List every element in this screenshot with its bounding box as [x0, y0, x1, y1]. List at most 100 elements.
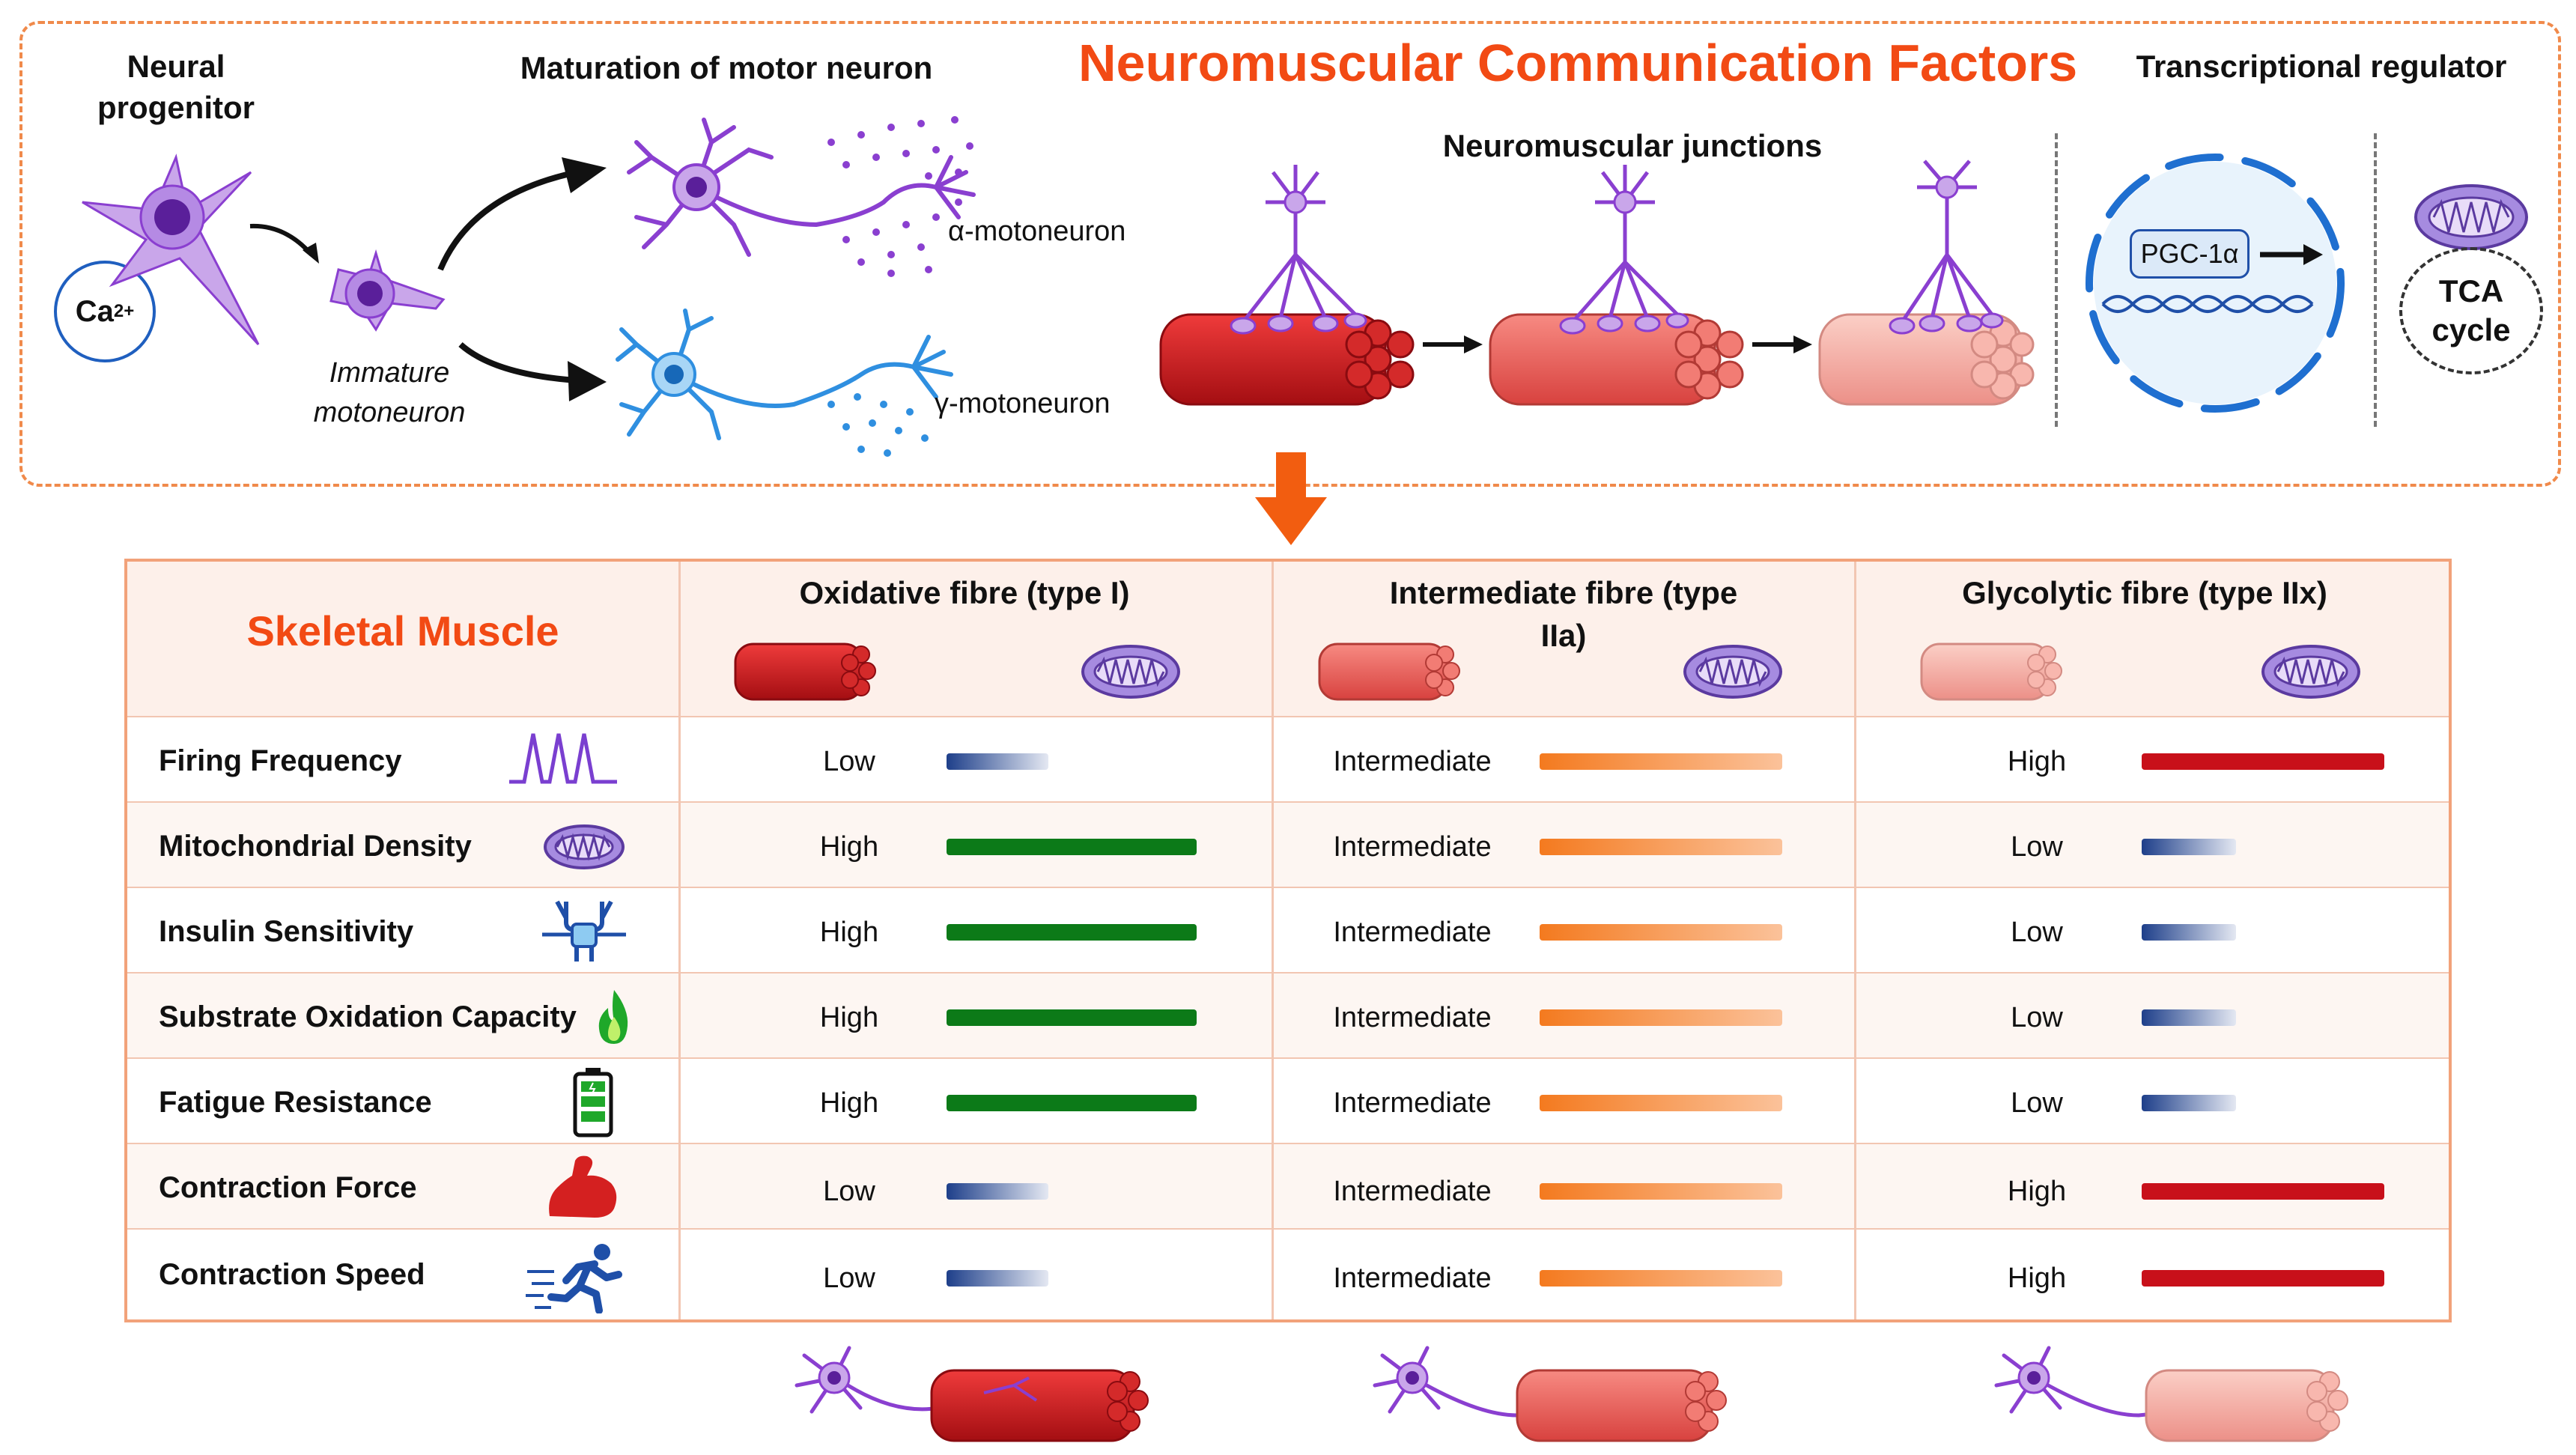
cell-value: Low [823, 746, 875, 777]
neural-progenitor-label: Neural progenitor [97, 49, 255, 125]
calcium-label: Ca [75, 294, 114, 328]
flame-icon [598, 990, 628, 1044]
row-divider [127, 887, 2449, 888]
column-header-glycolytic: Glycolytic fibre (type IIx) [1962, 575, 2327, 610]
cell-value: Low [2011, 1087, 2063, 1119]
motor-unit-oxidative-icon [795, 1346, 1149, 1442]
level-bar-high [947, 1009, 1197, 1026]
col-divider [1854, 562, 1856, 1319]
nmj-fibre-2 [1489, 165, 1744, 406]
intermediate-fibre-icon [1318, 643, 1460, 701]
mitochondrion-icon [1683, 645, 1782, 699]
gamma-motoneuron-icon [616, 309, 953, 440]
level-bar-intermediate [1540, 1095, 1782, 1111]
level-bar-high [947, 839, 1197, 855]
cell-value: Intermediate [1333, 917, 1492, 948]
main-title: Neuromuscular Communication Factors [1078, 34, 2078, 92]
mitochondrion-icon [544, 824, 625, 869]
nmj-fibre-3 [1818, 160, 2035, 406]
cell-value: Low [823, 1176, 875, 1207]
row-band-1 [127, 717, 2449, 803]
immature-motoneuron-label: Immature motoneuron [313, 357, 466, 429]
glycolytic-fibre-icon [1920, 643, 2062, 701]
cell-value: Low [2011, 831, 2063, 863]
level-bar-high [947, 924, 1197, 941]
cell-value: High [819, 917, 879, 948]
row-band-4 [127, 973, 2449, 1059]
cell-value: Low [2011, 1002, 2063, 1033]
tca-cycle-circle: TCA cycle [2399, 247, 2543, 374]
calcium-charge: 2+ [113, 301, 135, 321]
neural-progenitor-icon [82, 154, 260, 346]
level-bar-high [2142, 753, 2384, 770]
level-bar-low [947, 1183, 1048, 1200]
down-arrow-icon [1255, 452, 1327, 545]
mitochondrion-icon [2261, 645, 2360, 699]
cell-value: Low [2011, 917, 2063, 948]
oxidative-fibre-icon [734, 643, 876, 701]
column-header-intermediate: Intermediate fibre (type IIa) [1389, 575, 1738, 653]
row-divider [127, 1143, 2449, 1144]
level-bar-intermediate [1540, 1183, 1782, 1200]
cell-value: High [2007, 1263, 2067, 1294]
progenitor-to-immature-arrow [249, 223, 319, 264]
level-bar-low [2142, 1095, 2236, 1111]
pgc-1a-box: PGC-1α [2130, 229, 2250, 279]
cell-value: Intermediate [1333, 1176, 1492, 1207]
column-header-oxidative: Oxidative fibre (type I) [799, 575, 1130, 610]
divider-left [2055, 133, 2058, 427]
mitochondrion-icon [1081, 645, 1180, 699]
row-label-mitochondrial-density: Mitochondrial Density [159, 830, 472, 863]
row-band-3 [127, 888, 2449, 973]
immature-motoneuron-icon [329, 249, 446, 332]
insulin-receptor-icon [542, 900, 626, 962]
cell-value: High [2007, 746, 2067, 777]
nmj-label: Neuromuscular junctions [1442, 128, 1823, 163]
level-bar-low [2142, 924, 2236, 941]
row-band-5 [127, 1059, 2449, 1144]
running-person-icon [526, 1244, 622, 1313]
divider-right [2374, 133, 2377, 427]
alpha-motoneuron-icon [627, 118, 976, 257]
level-bar-low [947, 1270, 1048, 1287]
cell-value: High [819, 1087, 879, 1119]
maturation-arrows [437, 157, 607, 401]
gamma-motoneuron-label: γ-motoneuron [935, 388, 1111, 419]
row-label-substrate-oxidation: Substrate Oxidation Capacity [159, 1000, 577, 1033]
level-bar-intermediate [1540, 1009, 1782, 1026]
level-bar-high [2142, 1270, 2384, 1287]
row-divider [127, 1057, 2449, 1059]
level-bar-low [2142, 1009, 2236, 1026]
row-divider [127, 972, 2449, 973]
cell-value: High [819, 1002, 879, 1033]
cell-value: Intermediate [1333, 1002, 1492, 1033]
level-bar-intermediate [1540, 1270, 1782, 1287]
row-label-contraction-force: Contraction Force [159, 1171, 417, 1204]
level-bar-low [947, 753, 1048, 770]
col-divider [678, 562, 681, 1319]
skeletal-muscle-title: Skeletal Muscle [246, 607, 559, 654]
col-divider [1272, 562, 1274, 1319]
motor-unit-glycolytic-icon [1994, 1346, 2348, 1442]
spike-train-icon [509, 733, 617, 784]
pgc-arrow [2260, 244, 2323, 265]
fibre-comparison-table [124, 559, 2452, 1322]
row-label-insulin-sensitivity: Insulin Sensitivity [159, 915, 414, 948]
gamma-vesicle-dots [827, 393, 929, 457]
row-band-6 [127, 1144, 2449, 1230]
row-divider [127, 716, 2449, 717]
level-bar-intermediate [1540, 753, 1782, 770]
nmj-fibre-1 [1159, 165, 1415, 406]
transcriptional-regulator-label: Transcriptional regulator [2136, 49, 2507, 84]
level-bar-high [2142, 1183, 2384, 1200]
table-header-band [127, 562, 2449, 716]
cell-value: Intermediate [1333, 831, 1492, 863]
battery-icon [573, 1068, 613, 1137]
mitochondrion-top-icon [2414, 184, 2528, 250]
maturation-label: Maturation of motor neuron [520, 50, 933, 85]
alpha-vesicle-dots [827, 116, 973, 277]
nmj-progression-illustration [1159, 160, 2035, 406]
cell-value: High [2007, 1176, 2067, 1207]
row-band-7 [127, 1230, 2449, 1319]
